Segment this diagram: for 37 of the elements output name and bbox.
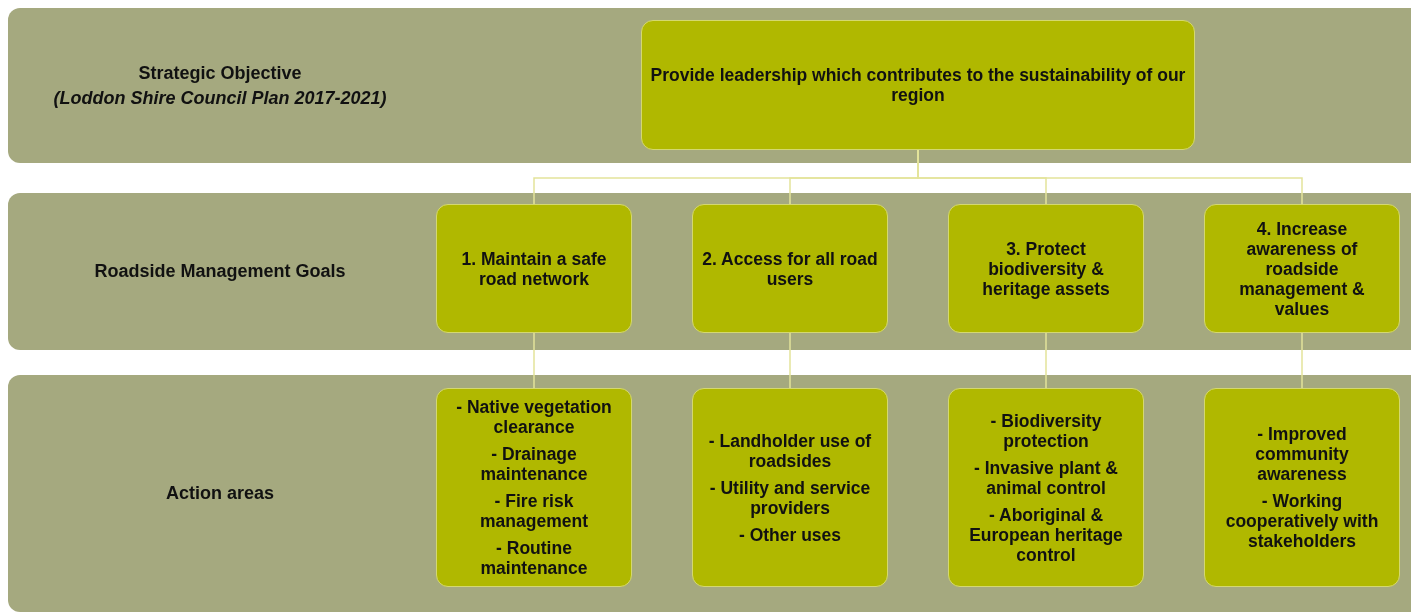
goal-box [692,388,888,587]
goal-box [436,388,632,587]
box-text: 2. Access for all road users [701,248,879,289]
box-text: - Fire risk management [479,491,589,531]
box-text: - Improved community awareness [1254,424,1350,484]
box-text: 4. Increase awareness of roadside management & values [1238,218,1366,319]
goal-box [641,20,1195,150]
goal-box [692,204,888,333]
box-text: - Biodiversity protection [989,410,1103,451]
box-text: - Utility and service providers [708,477,872,518]
box-text: - Routine maintenance [479,538,589,578]
box-text: - Invasive plant & animal control [973,457,1119,498]
box-text: - Working cooperatively with stakeholders [1224,491,1380,551]
goal-box [1204,204,1400,333]
box-text: 1. Maintain a safe road network [460,248,608,289]
goal-box [948,388,1144,587]
connector-line [533,332,535,389]
row-band [8,8,1411,163]
row-subheading: (Loddon Shire Council Plan 2017-2021) [53,86,387,110]
box-text: - Landholder use of roadsides [707,430,873,471]
row-band [8,193,1411,350]
row-heading: Action areas [165,482,274,505]
row-band [8,375,1411,612]
row-heading: Strategic Objective [138,61,302,85]
goal-box [436,204,632,333]
row-heading: Roadside Management Goals [94,260,346,283]
goal-box [948,204,1144,333]
box-text: - Other uses [738,524,842,545]
box-text: - Aboriginal & European heritage control [968,504,1124,565]
connector-line [789,332,791,389]
connector-line [1301,332,1303,389]
box-text: - Drainage maintenance [479,444,589,484]
box-text: Provide leadership which contributes to the sustainability of our region [650,65,1186,105]
connector-line [1045,332,1047,389]
box-text: - Native vegetation clearance [455,397,613,437]
goal-box [1204,388,1400,587]
box-text: 3. Protect biodiversity & heritage assets [981,238,1111,299]
